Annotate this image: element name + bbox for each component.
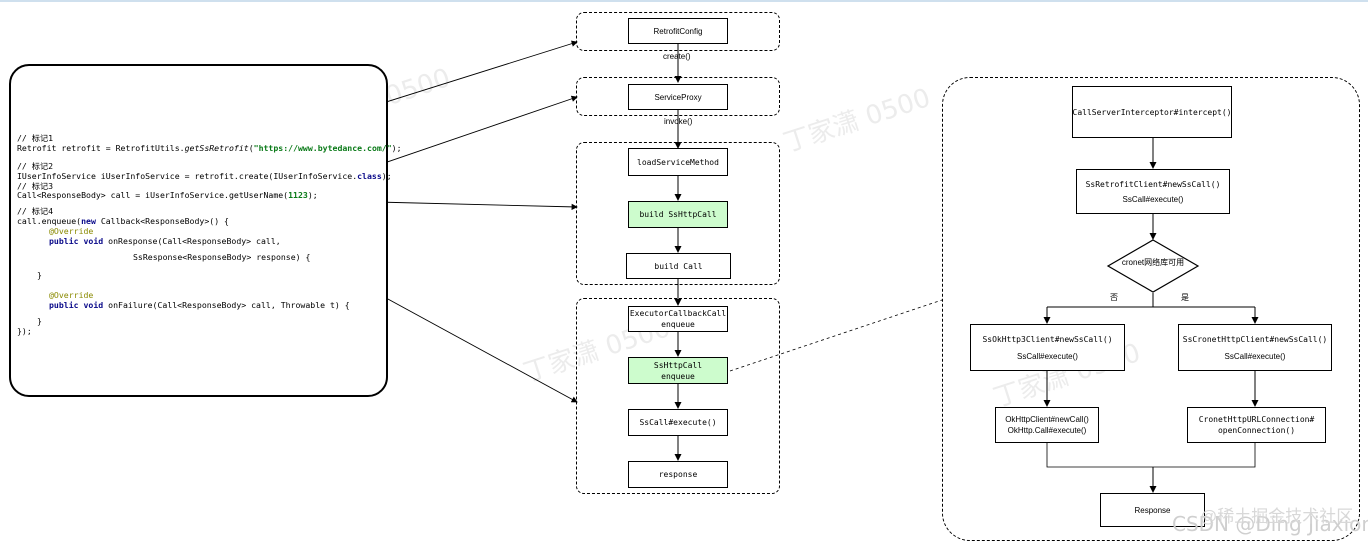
group-enqueue (576, 298, 780, 494)
node-build-call: build Call (626, 253, 731, 279)
code-line-call: Call<ResponseBody> call = iUserInfoServi… (17, 190, 318, 200)
code-panel: // 标记1 Retrofit retrofit = RetrofitUtils… (9, 64, 402, 397)
juejin-watermark: @稀土掘金技术社区 (1200, 507, 1354, 526)
label-invoke: invoke() (664, 117, 693, 126)
group-service-method (576, 142, 780, 285)
node-retrofit-config: RetrofitConfig (628, 18, 728, 44)
node-build-sshttpcall: build SsHttpCall (628, 201, 728, 228)
node-sscall-execute: SsCall#execute() (628, 409, 728, 436)
label-no: 否 (1110, 293, 1118, 302)
code-line-service: IUserInfoService iUserInfoService = retr… (17, 171, 392, 181)
group-config (576, 12, 780, 51)
node-interceptor: CallServerInterceptor#intercept() (1072, 86, 1232, 138)
code-override-1: @Override (49, 226, 94, 236)
code-comment-2: // 标记2 (17, 161, 54, 171)
decision-diamond (1106, 239, 1200, 293)
code-line-onfailure: public void onFailure(Call<ResponseBody>… (49, 300, 350, 310)
group-proxy (576, 77, 780, 116)
node-cronet-connection: CronetHttpURLConnection# openConnection(… (1187, 407, 1326, 443)
node-final-response: Response (1100, 493, 1205, 527)
node-okhttp-call: OkHttpClient#newCall() OkHttp.Call#execu… (995, 407, 1099, 443)
code-line-close-3: }); (17, 326, 32, 336)
code-comment-3: // 标记3 (17, 181, 54, 191)
csdn-watermark: CSDN @Ding Jiaxiong (1172, 512, 1368, 536)
code-comment-4: // 标记4 (17, 206, 54, 216)
label-create: create() (663, 52, 691, 61)
code-line-close-2: } (37, 316, 42, 326)
node-retrofit-client: SsRetrofitClient#newSsCall() SsCall#exec… (1076, 169, 1230, 214)
code-line-enqueue: call.enqueue(new Callback<ResponseBody>(… (17, 216, 229, 226)
top-border (0, 0, 1368, 2)
decision-label: cronet网络库可用 (1121, 258, 1185, 267)
node-executor-callback-call: ExecutorCallbackCall enqueue (628, 306, 728, 332)
node-sshttpcall-enqueue: SsHttpCall enqueue (628, 357, 728, 384)
node-load-service-method: loadServiceMethod (628, 148, 728, 176)
label-yes: 是 (1181, 293, 1189, 302)
node-okhttp-client: SsOkHttp3Client#newSsCall() SsCall#execu… (970, 324, 1125, 371)
code-line-onresponse: public void onResponse(Call<ResponseBody… (49, 236, 281, 246)
dashed-detail-link (729, 299, 943, 372)
merge-lines (1046, 443, 1256, 468)
code-override-2: @Override (49, 290, 94, 300)
code-line-retrofit: Retrofit retrofit = RetrofitUtils.getSsR… (17, 143, 402, 153)
code-comment-1: // 标记1 (17, 133, 54, 143)
arrow-mark2-to-proxy (354, 95, 578, 174)
detail-panel (942, 77, 1360, 541)
node-service-proxy: ServiceProxy (628, 84, 728, 110)
node-cronet-client: SsCronetHttpClient#newSsCall() SsCall#ex… (1178, 324, 1332, 371)
code-line-ssresponse: SsResponse<ResponseBody> response) { (133, 252, 311, 262)
code-line-close-1: } (37, 270, 42, 280)
node-response: response (628, 461, 728, 488)
